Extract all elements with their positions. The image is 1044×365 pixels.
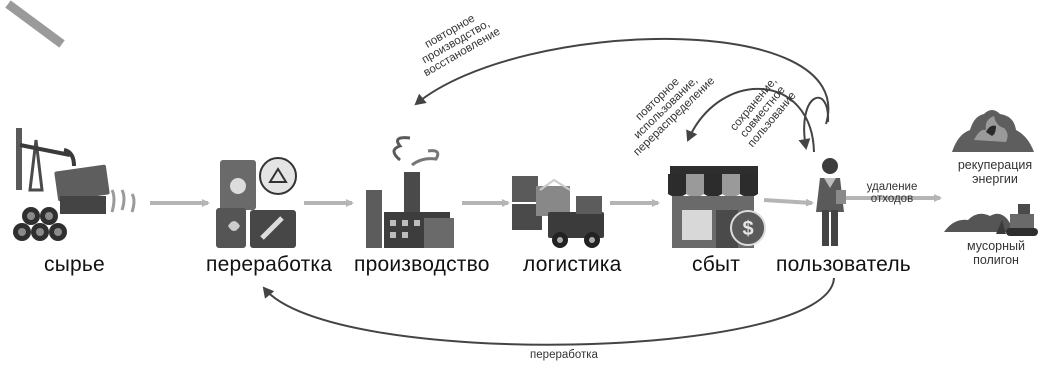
stage-label-user: пользователь — [776, 253, 911, 276]
stage-label-sales: сбыт — [692, 253, 741, 276]
recovery-label-line2: энергии — [972, 172, 1018, 186]
loop-recycling-arrow — [262, 277, 835, 346]
factory-icon — [366, 136, 454, 248]
shop-dollar-icon: $ — [668, 166, 766, 248]
forklift-boxes-icon — [512, 176, 604, 248]
stage-label-raw: сырье — [44, 253, 105, 276]
barrels-recycling-icon — [216, 157, 297, 248]
stage-label-logistics: логистика — [523, 253, 622, 276]
stage-label-production: производство — [354, 253, 490, 276]
arrow-sales-to-user — [763, 198, 814, 207]
loop-reuse-arrow — [686, 88, 815, 153]
disposal-label-line2: отходов — [870, 193, 914, 205]
recovery-label-line1: рекуперация — [957, 158, 1033, 172]
loop-sharing-arrow — [798, 96, 830, 150]
landfill-label: мусорный полигон — [950, 239, 1042, 267]
disposal-label: удаление отходов — [860, 181, 924, 205]
loop-remanufacture-arrow — [414, 37, 830, 125]
corner-slash-icon — [5, 0, 65, 48]
landfill-label-line2: полигон — [973, 253, 1019, 267]
landfill-label-line1: мусорный — [966, 239, 1025, 253]
disposal-label-line1: удаление — [866, 181, 918, 193]
person-icon — [816, 158, 846, 246]
bulldozer-landfill-icon — [944, 204, 1038, 236]
recycling-bottom-label: переработка — [530, 349, 598, 361]
svg-text:$: $ — [742, 218, 753, 240]
recovery-label: рекуперация энергии — [946, 158, 1044, 186]
stage-label-processing: переработка — [206, 253, 333, 276]
fire-landfill-icon — [952, 110, 1034, 152]
oil-pump-and-logs-icon — [13, 128, 136, 241]
